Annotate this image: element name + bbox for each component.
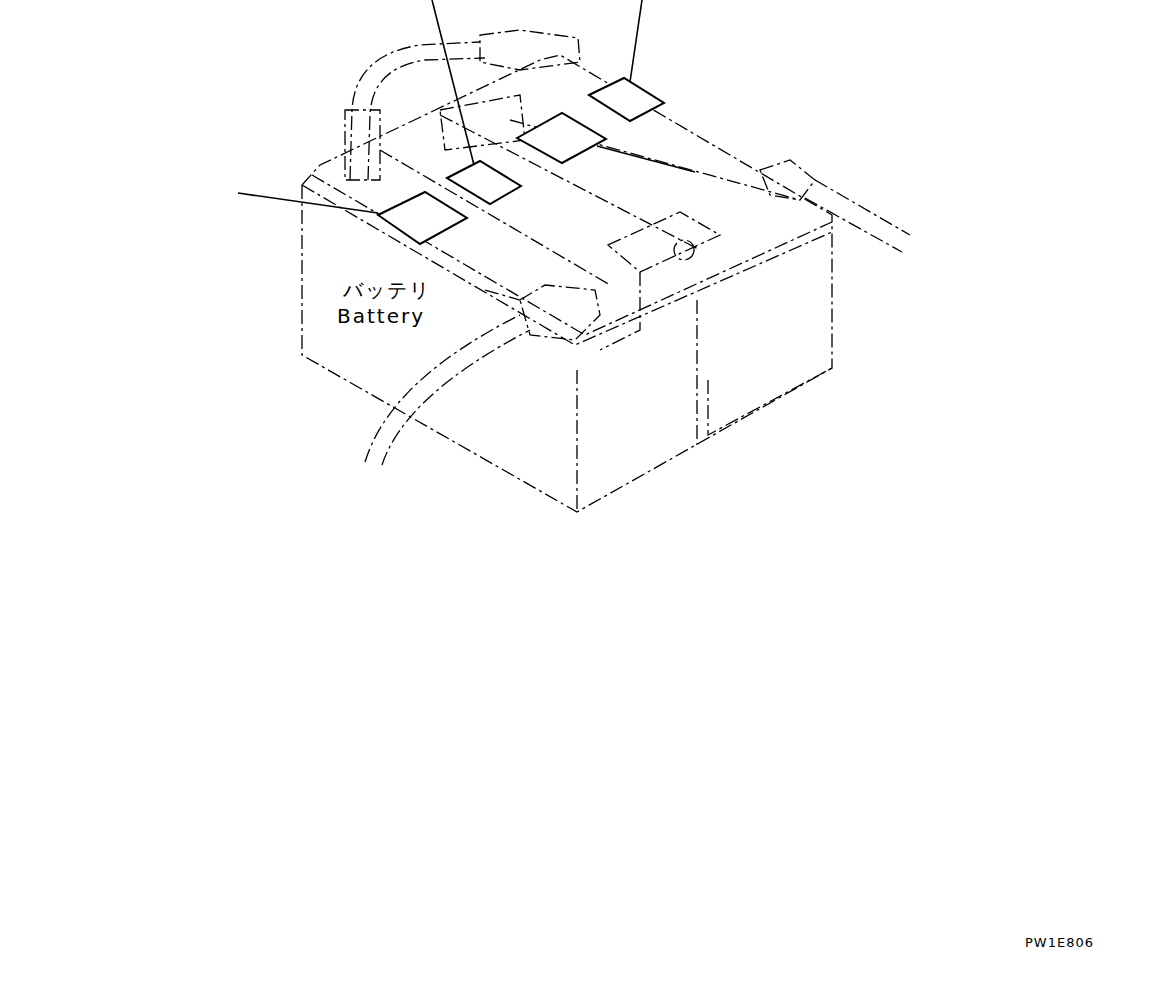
decal: [517, 113, 606, 163]
cable: [368, 58, 485, 180]
battery-back-edge: [302, 55, 832, 232]
terminal-detail: [600, 272, 640, 350]
battery-outline: [302, 185, 832, 512]
battery-top-edge: [302, 185, 832, 345]
cable-terminal: [760, 160, 815, 200]
cable: [365, 315, 520, 462]
cable-terminal: [520, 285, 600, 340]
decal: [378, 192, 467, 244]
terminal-bolt: [674, 240, 694, 260]
battery-edge: [576, 370, 577, 512]
leader-line: [432, 0, 474, 165]
battery-divider: [696, 300, 697, 445]
cable-terminal: [480, 30, 580, 70]
leader-line: [597, 146, 695, 172]
decal: [589, 78, 664, 121]
part-label: バッテリ: [343, 279, 431, 301]
terminal-bracket: [608, 212, 720, 272]
cable: [382, 330, 530, 465]
part-label: Battery: [337, 305, 425, 327]
cable: [815, 180, 910, 235]
battery-detail: [485, 290, 520, 300]
battery-rim: [312, 175, 832, 335]
cable-boot: [345, 110, 380, 180]
battery-divider: [708, 368, 832, 435]
leader-line: [630, 0, 642, 82]
cable-boot: [440, 95, 525, 150]
decal: [447, 161, 521, 204]
leader-line: [238, 193, 378, 213]
drawing-number: PW1E806: [1025, 936, 1094, 950]
cable: [805, 198, 902, 252]
